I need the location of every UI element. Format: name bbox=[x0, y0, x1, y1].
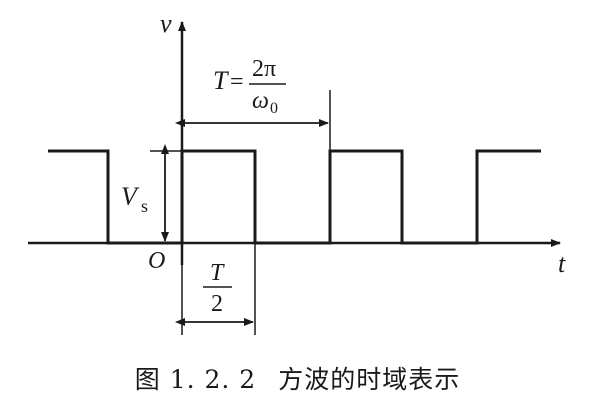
amplitude-label: V bbox=[121, 182, 140, 211]
vertical-axis-label: v bbox=[160, 9, 172, 38]
period-equals: = bbox=[230, 69, 244, 95]
figure-number: 图 1. 2. 2 bbox=[134, 365, 257, 394]
amplitude-subscript: s bbox=[141, 196, 148, 216]
origin-label: O bbox=[148, 248, 165, 274]
half-period-numerator: T bbox=[210, 260, 225, 286]
half-period-denominator: 2 bbox=[211, 291, 223, 317]
square-wave bbox=[48, 149, 541, 245]
period-denominator: ω bbox=[252, 88, 269, 114]
period-denominator-subscript: 0 bbox=[270, 100, 278, 117]
figure-caption: 图 1. 2. 2 方波的时域表示 bbox=[0, 360, 595, 396]
figure-title: 方波的时域表示 bbox=[278, 365, 461, 394]
period-numerator: 2π bbox=[252, 56, 276, 82]
horizontal-axis-label: t bbox=[558, 249, 566, 278]
period-label: T bbox=[213, 66, 229, 95]
